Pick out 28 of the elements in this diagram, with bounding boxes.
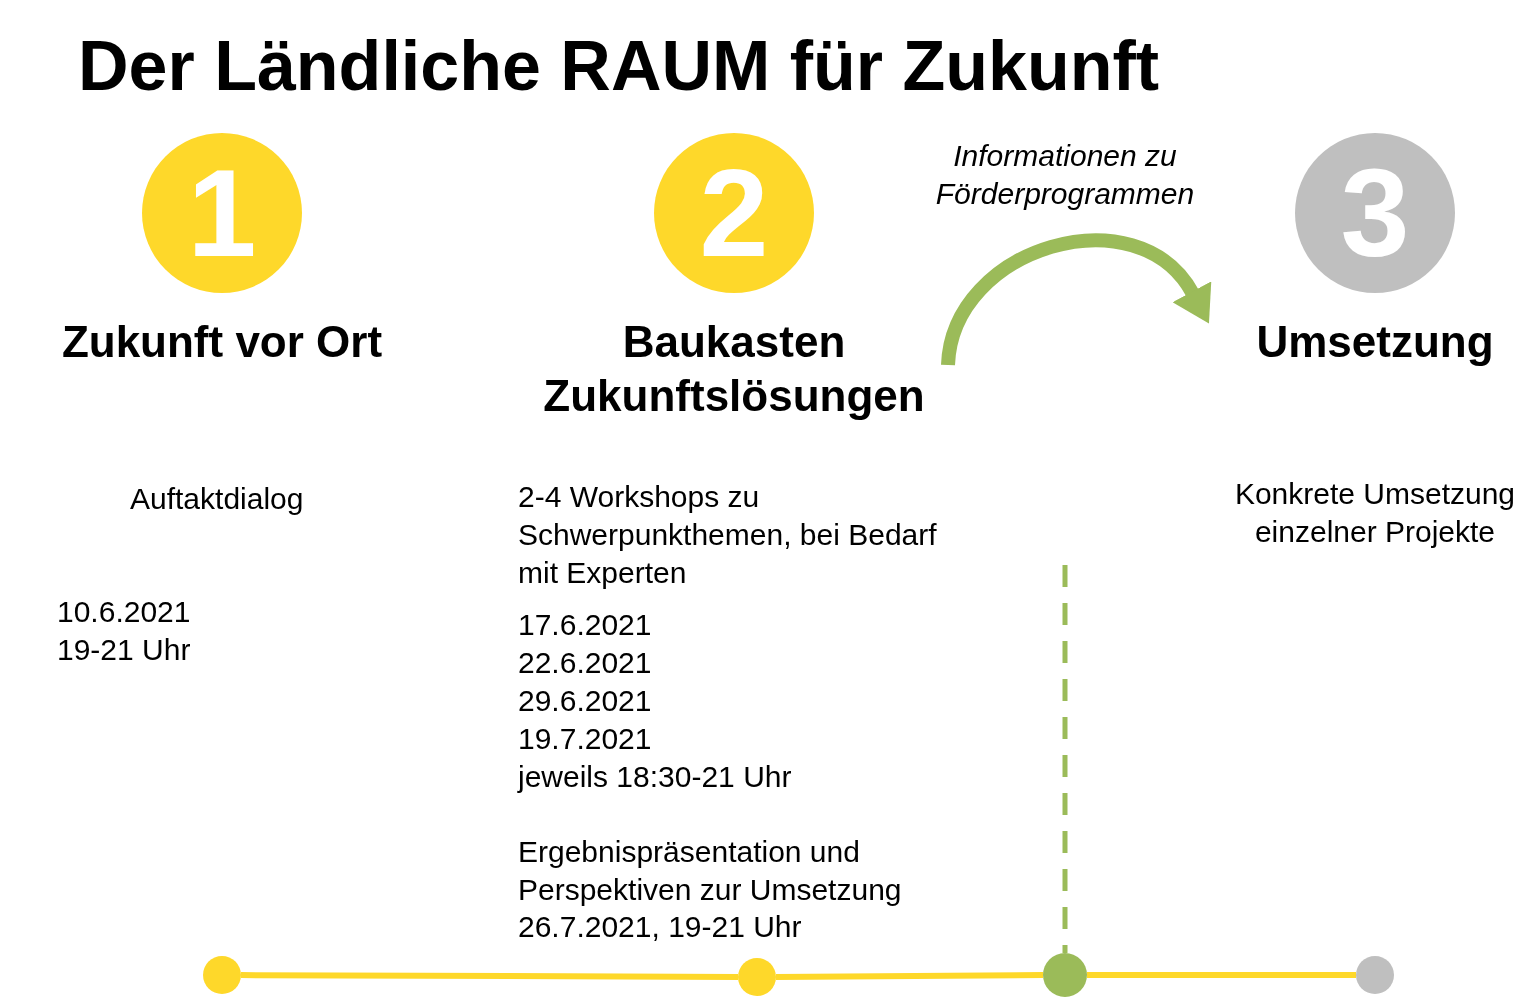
timeline-line bbox=[1087, 972, 1356, 978]
timeline-dot bbox=[738, 958, 776, 996]
date-text: 10.6.2021 bbox=[57, 594, 191, 630]
step-heading: Zukunft vor Ort bbox=[61, 316, 383, 368]
timeline-line bbox=[241, 972, 738, 980]
page-title: Der Ländliche RAUM für Zukunft bbox=[78, 31, 1160, 102]
event-description: Ergebnispräsentation und Perspektiven zur Umsetzung bbox=[518, 834, 903, 908]
step-heading: Baukasten Zukunftslösungen bbox=[542, 316, 926, 422]
description-text: Konkrete Umsetzung einzelner Projekte bbox=[1233, 476, 1517, 550]
dashed-line bbox=[1062, 565, 1068, 953]
date-text: 22.6.2021 bbox=[518, 645, 652, 681]
timeline-line bbox=[775, 972, 1044, 980]
step-number-circle: 3 bbox=[1295, 133, 1455, 293]
step-heading: Umsetzung bbox=[1256, 316, 1494, 368]
step-number-circle: 2 bbox=[654, 133, 814, 293]
timeline-dot bbox=[203, 956, 241, 994]
timeline-dot bbox=[1043, 953, 1087, 997]
step-number-circle: 1 bbox=[142, 133, 302, 293]
date-text: 29.6.2021 bbox=[518, 683, 652, 719]
event-title: Auftaktdialog bbox=[130, 481, 304, 517]
time-text: jeweils 18:30-21 Uhr bbox=[518, 759, 792, 795]
timeline-dot bbox=[1356, 956, 1394, 994]
date-text: 26.7.2021, 19-21 Uhr bbox=[518, 909, 802, 945]
curved-arrow bbox=[941, 233, 1213, 367]
date-text: 17.6.2021 bbox=[518, 607, 652, 643]
date-text: 19.7.2021 bbox=[518, 721, 652, 757]
event-description: 2-4 Workshops zu Schwerpunkthemen, bei Bedarf mit Experten bbox=[518, 479, 938, 591]
time-text: 19-21 Uhr bbox=[57, 632, 191, 668]
